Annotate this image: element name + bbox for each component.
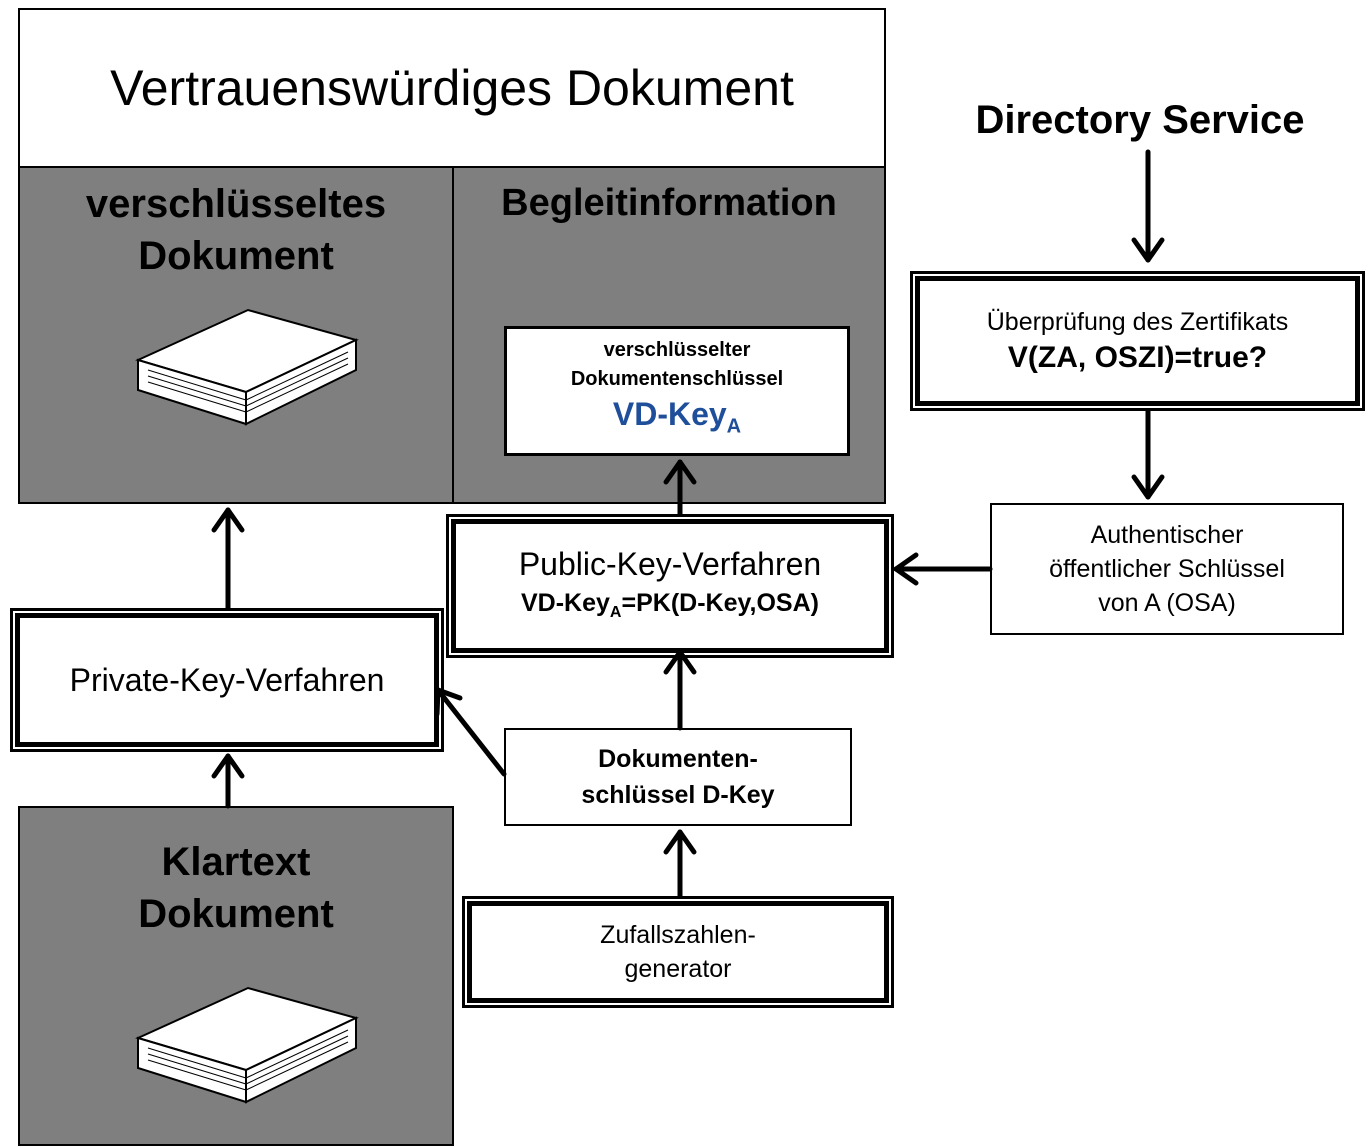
arrowhead-rng-to-dockey bbox=[663, 829, 697, 855]
public-key-procedure-label: Public-Key-Verfahren bbox=[518, 546, 822, 582]
arrowhead-cert-to-authkey bbox=[1131, 474, 1165, 500]
certificate-check-line1: Überprüfung des Zertifikats bbox=[986, 308, 1289, 336]
title-box: Vertrauenswürdiges Dokument bbox=[18, 8, 886, 168]
encrypted-document-line2: Dokument bbox=[138, 234, 334, 278]
public-key-procedure-box: Public-Key-Verfahren VD-KeyA=PK(D-Key,OS… bbox=[446, 514, 894, 658]
arrowhead-authkey-to-publickey bbox=[893, 552, 919, 586]
public-key-formula: VD-KeyA=PK(D-Key,OSA) bbox=[521, 589, 819, 621]
private-key-procedure-box: Private-Key-Verfahren bbox=[10, 608, 444, 752]
diagram-title: Vertrauenswürdiges Dokument bbox=[110, 60, 794, 116]
random-generator-line2: generator bbox=[624, 955, 732, 983]
directory-service-label: Directory Service bbox=[975, 97, 1305, 142]
plaintext-document-panel: Klartext Dokument bbox=[18, 806, 454, 1146]
companion-info-header: Begleitinformation bbox=[501, 182, 837, 224]
private-key-procedure-label: Private-Key-Verfahren bbox=[69, 661, 385, 698]
auth-key-line3: von A (OSA) bbox=[1098, 589, 1236, 617]
arrowhead-privatekey-to-encrypted bbox=[211, 507, 245, 533]
book-icon bbox=[135, 308, 359, 426]
random-generator-line1: Zufallszahlen- bbox=[600, 921, 756, 949]
document-key-line2: schlüssel D-Key bbox=[581, 781, 775, 809]
book-icon bbox=[135, 986, 359, 1104]
encrypted-key-line2: Dokumentenschlüssel bbox=[570, 367, 784, 390]
document-key-box: Dokumenten- schlüssel D-Key bbox=[504, 728, 852, 826]
encrypted-document-line1: verschlüsseltes bbox=[85, 182, 387, 226]
arrow-dockey-to-privatekey bbox=[435, 687, 507, 777]
plaintext-line1: Klartext bbox=[161, 840, 311, 884]
encrypted-document-panel: verschlüsseltes Dokument bbox=[18, 166, 454, 504]
auth-key-line2: öffentlicher Schlüssel bbox=[1049, 555, 1285, 583]
certificate-check-box: Überprüfung des Zertifikats V(ZA, OSZI)=… bbox=[910, 271, 1365, 411]
certificate-check-line2: V(ZA, OSZI)=true? bbox=[1007, 341, 1268, 374]
arrowhead-plaintext-to-privatekey bbox=[211, 753, 245, 779]
vd-key-label: VD-KeyA bbox=[612, 395, 742, 438]
plaintext-line2: Dokument bbox=[138, 892, 334, 936]
random-generator-box: Zufallszahlen- generator bbox=[462, 896, 894, 1008]
encrypted-key-box: verschlüsselter Dokumentenschlüssel VD-K… bbox=[504, 326, 850, 456]
arrowhead-directory-to-cert bbox=[1131, 237, 1165, 263]
authentic-public-key-box: Authentischer öffentlicher Schlüssel von… bbox=[990, 503, 1344, 635]
document-key-line1: Dokumenten- bbox=[598, 745, 758, 773]
encrypted-key-line1: verschlüsselter bbox=[603, 338, 751, 361]
auth-key-line1: Authentischer bbox=[1090, 521, 1244, 549]
